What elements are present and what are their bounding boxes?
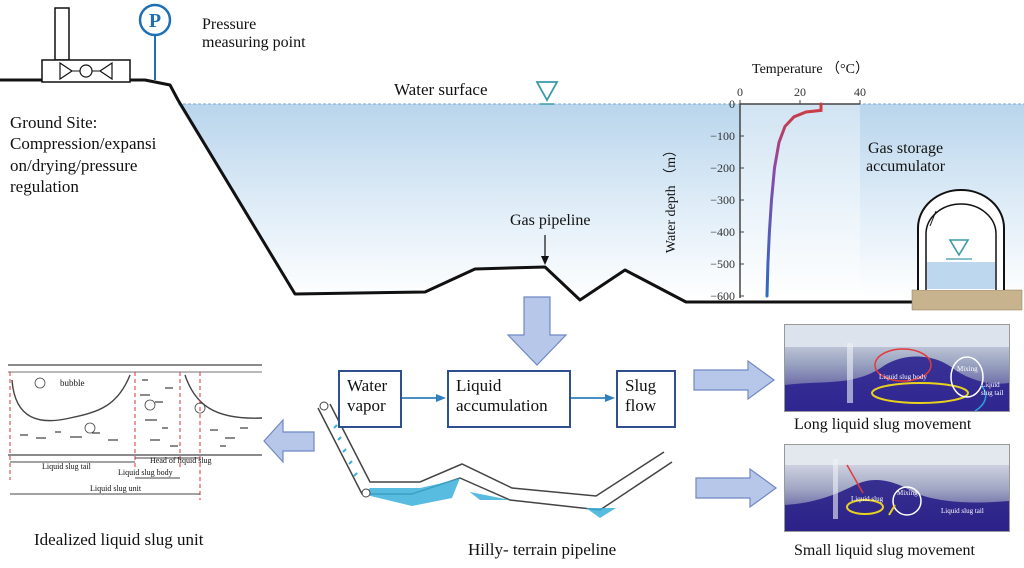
- small-photo-label: Liquid slug: [851, 495, 884, 503]
- depth-y-tick-label: −600: [710, 289, 735, 303]
- long-photo-label: Liquid slug body: [879, 373, 927, 381]
- pressure-label-line1: Pressure: [202, 16, 257, 33]
- accumulator-line: Gas storage: [867, 140, 944, 157]
- ground-site-label: Ground Site: Compression/expansi on/dryi…: [10, 112, 156, 197]
- pressure-symbol: P: [149, 10, 161, 32]
- slug-flow-box: Slug flow: [616, 370, 676, 428]
- small-slug-caption: Small liquid slug movement: [794, 542, 975, 559]
- temperature-x-tick-label: 20: [794, 85, 806, 99]
- depth-y-tick-label: 0: [729, 97, 735, 111]
- temperature-x-tick-label: 0: [737, 85, 743, 99]
- long-slug-photo-graphic: [785, 325, 1009, 411]
- liquid-accumulation-box: Liquid accumulation: [447, 370, 571, 428]
- accumulator-label: Gas storage accumulator: [866, 140, 945, 177]
- small-slug-photo: Liquid slug Mixing Liquid slug tail: [784, 444, 1010, 532]
- depth-y-tick-label: −400: [710, 225, 735, 239]
- slug-head-label: Head of liquid slug: [150, 456, 212, 465]
- water-vapor-line: vapor: [347, 395, 386, 415]
- temperature-axis-title: Temperature （°C）: [752, 62, 869, 77]
- slug-unit-drawing: [8, 364, 263, 500]
- water-surface-label: Water surface: [394, 80, 488, 99]
- bubble-label: bubble: [60, 378, 85, 388]
- pressure-label-line2: measuring point: [202, 34, 306, 52]
- right-arrow-icon: [693, 359, 776, 401]
- ground-site-line: regulation: [10, 176, 79, 196]
- temperature-x-tick-label: 40: [854, 85, 866, 99]
- slug-body-label: Liquid slug body: [118, 468, 173, 477]
- gas-pipeline-label: Gas pipeline: [510, 212, 591, 229]
- right-arrow-icon: [695, 467, 778, 509]
- temperature-chart: [739, 100, 861, 298]
- pipeline-profile: [0, 78, 912, 304]
- water-level-marker-icon: [535, 81, 559, 102]
- hilly-caption: Hilly- terrain pipeline: [468, 540, 617, 559]
- long-photo-label: Mixing: [957, 365, 978, 373]
- small-slug-photo-graphic: [785, 445, 1009, 531]
- hilly-pipeline-drawing: [317, 401, 673, 518]
- small-photo-label: Liquid slug tail: [941, 507, 984, 515]
- down-arrow-icon: [506, 296, 568, 366]
- slug-unit-label: Liquid slug unit: [90, 484, 142, 493]
- temperature-y-tick-labels: 0 −100 −200 −300 −400 −500 −600: [710, 97, 735, 303]
- compressor-icon: [41, 7, 131, 83]
- temperature-curve: [765, 102, 823, 298]
- ground-site-line: Compression/expansi: [10, 134, 157, 154]
- small-photo-label: Mixing: [897, 489, 918, 497]
- ground-site-line: Ground Site:: [10, 113, 98, 132]
- depth-y-tick-label: −300: [710, 193, 735, 207]
- slug-flow-line: Slug: [625, 376, 657, 395]
- long-slug-photo: Liquid slug body Mixing Liquid slug tail: [784, 324, 1010, 412]
- slug-tail-label: Liquid slug tail: [42, 462, 91, 471]
- liquid-accumulation-line: accumulation: [456, 395, 548, 415]
- slug-unit-caption: Idealized liquid slug unit: [34, 530, 204, 549]
- depth-y-tick-label: −500: [710, 257, 735, 271]
- pressure-point-icon: P: [138, 3, 172, 80]
- left-arrow-icon: [263, 418, 315, 464]
- long-slug-caption: Long liquid slug movement: [794, 416, 972, 433]
- liquid-accumulation-line: Liquid: [456, 376, 502, 395]
- accumulator-icon: [911, 189, 1023, 311]
- water-vapor-box: Water vapor: [338, 370, 402, 428]
- accumulator-line: accumulator: [866, 158, 946, 176]
- water-body: [178, 104, 1024, 300]
- pressure-label: Pressure measuring point: [202, 16, 306, 53]
- long-photo-label: Liquid slug tail: [981, 381, 1004, 398]
- water-vapor-line: Water: [347, 376, 388, 395]
- depth-y-tick-label: −200: [710, 161, 735, 175]
- depth-y-tick-label: −100: [710, 129, 735, 143]
- temperature-x-tick-labels: 0 20 40: [737, 85, 866, 99]
- slug-flow-line: flow: [625, 395, 657, 415]
- ground-site-line: on/drying/pressure: [10, 155, 138, 175]
- depth-axis-title: Water depth （m）: [663, 143, 679, 254]
